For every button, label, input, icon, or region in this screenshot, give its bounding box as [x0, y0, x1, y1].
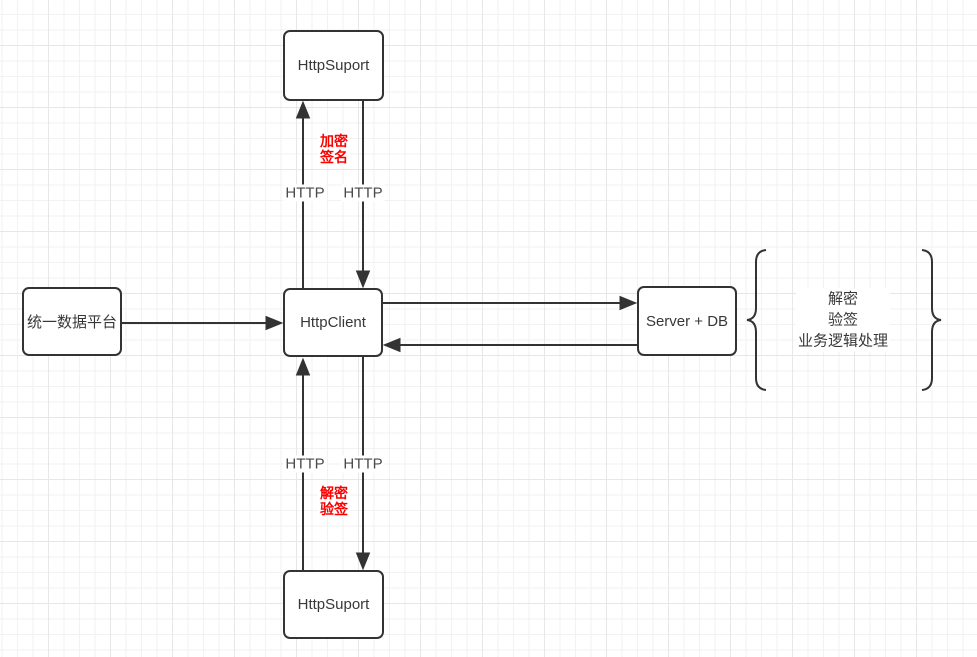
- http-label-top-left[interactable]: HTTP: [283, 184, 327, 202]
- right-brace-shape[interactable]: [921, 249, 942, 391]
- node-data-platform-label: 统一数据平台: [26, 314, 117, 331]
- node-httpclient-label: HttpClient: [300, 314, 366, 331]
- edge-dataplatform-to-httpclient[interactable]: [121, 315, 284, 331]
- annotation-decrypt-verify[interactable]: 解密 验签: [318, 485, 350, 517]
- http-label-bottom-right[interactable]: HTTP: [341, 455, 385, 473]
- edge-httpclient-to-serverdb[interactable]: [383, 295, 638, 311]
- http-label-top-right[interactable]: HTTP: [341, 184, 385, 202]
- left-brace-shape[interactable]: [746, 249, 767, 391]
- node-httpsuport-top[interactable]: HttpSuport: [283, 30, 384, 101]
- node-data-platform[interactable]: 统一数据平台: [22, 287, 122, 356]
- node-httpsuport-top-label: HttpSuport: [297, 57, 370, 74]
- node-httpclient[interactable]: HttpClient: [283, 288, 383, 357]
- annotation-server-process[interactable]: 解密 验签 业务逻辑处理: [795, 288, 891, 352]
- edge-serverdb-to-httpclient[interactable]: [382, 337, 637, 353]
- edge-httpclient-to-httpsuport-top[interactable]: [295, 100, 311, 288]
- node-httpsuport-bottom[interactable]: HttpSuport: [283, 570, 384, 639]
- node-server-db-label: Server + DB: [645, 312, 729, 330]
- node-httpsuport-bottom-label: HttpSuport: [297, 596, 370, 613]
- http-label-bottom-left[interactable]: HTTP: [283, 455, 327, 473]
- annotation-encrypt-sign[interactable]: 加密 签名: [318, 133, 350, 165]
- node-server-db[interactable]: Server + DB: [637, 286, 737, 356]
